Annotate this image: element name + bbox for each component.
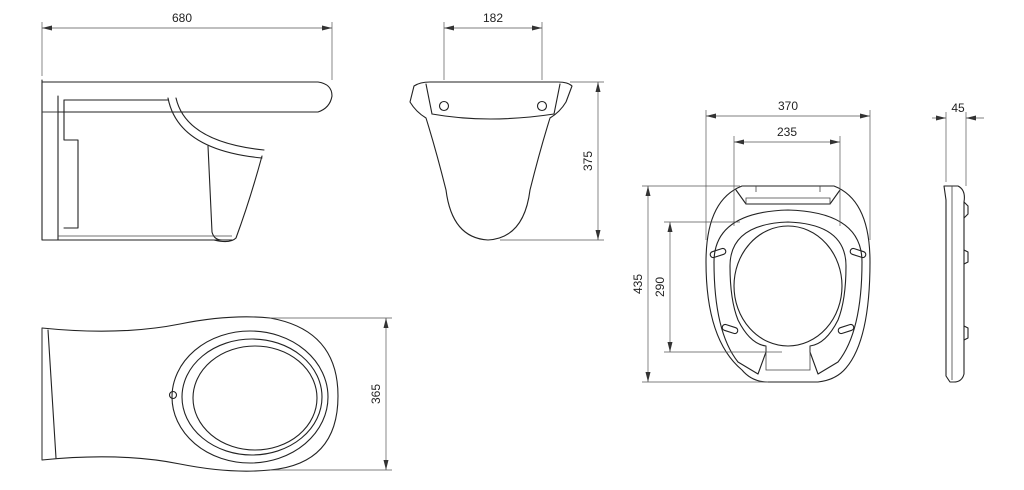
dim-label-bowl-front-width: 182 [483,11,503,25]
dim-bowl-plan-width: 365 [270,317,392,471]
bowl-front-view [409,81,573,241]
dim-seat-thickness: 45 [932,101,984,186]
dim-seat-inner-width: 235 [733,125,841,226]
dim-bowl-front-width: 182 [443,11,543,80]
dim-seat-length: 435 [631,185,768,383]
dim-label-seat-thickness: 45 [951,101,965,115]
dim-label-seat-width: 370 [778,99,798,113]
bowl-side-view [41,79,333,243]
seat-top-view [705,185,871,383]
dim-seat-inner-length: 290 [653,221,782,353]
seat-side-view [943,185,969,383]
dim-seat-width: 370 [705,99,871,240]
dim-bowl-height: 375 [500,81,604,241]
bowl-plan-view [41,316,339,472]
dim-label-bowl-length: 680 [172,11,192,25]
dim-label-seat-inner-length: 290 [653,277,667,297]
dim-label-seat-inner-width: 235 [777,125,797,139]
dim-label-seat-length: 435 [631,274,645,294]
dim-label-bowl-height: 375 [581,151,595,171]
dim-bowl-length: 680 [41,11,333,80]
dim-label-bowl-plan-width: 365 [369,384,383,404]
